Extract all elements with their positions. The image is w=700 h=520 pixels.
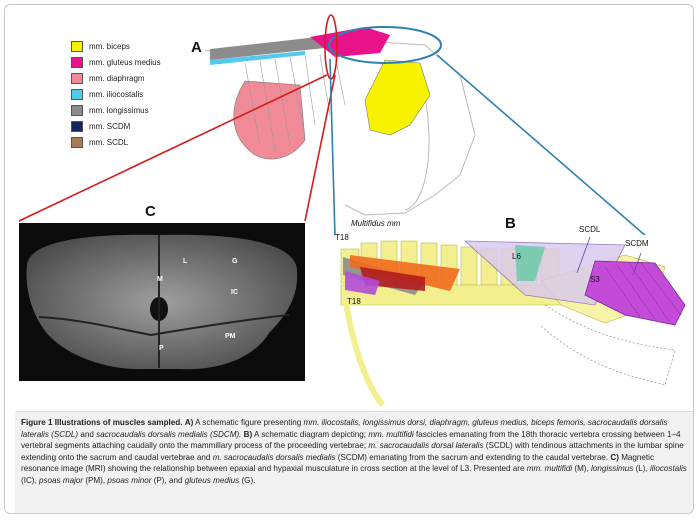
legend-label: mm. gluteus medius <box>89 57 161 67</box>
caption-b-text4: (SCDM) emanating from the sacrum and ext… <box>337 452 609 462</box>
legend-item: mm. diaphragm <box>71 70 161 86</box>
legend-item: mm. SCDL <box>71 134 161 150</box>
rib-lines <box>244 54 346 151</box>
s3-label: S3 <box>590 275 600 284</box>
scdl-shape <box>463 240 626 306</box>
longissimus-shape <box>210 35 335 60</box>
panel-b-letter: B <box>505 215 516 232</box>
scdl-label: SCDL <box>579 225 601 234</box>
mri-label-ic: IC <box>231 289 238 296</box>
scdm-pointer <box>632 252 642 276</box>
legend-label: mm. SCDL <box>89 137 129 147</box>
caption-b-text1: A schematic diagram depicting; <box>254 429 367 439</box>
panel-a-letter: A <box>191 39 202 56</box>
connector-line-red <box>18 74 328 222</box>
biceps-shape <box>364 59 431 136</box>
connector-line-blue <box>329 58 336 235</box>
legend-item: mm. iliocostalis <box>71 86 161 102</box>
connector-line-red-2 <box>304 74 336 222</box>
panel-c-letter: C <box>145 203 156 220</box>
caption-c-l2: (L), <box>635 464 648 474</box>
mri-label-m: M <box>157 276 163 283</box>
mri-label-pm: PM <box>225 333 236 340</box>
legend-swatch <box>71 88 83 100</box>
l6-label: L6 <box>512 252 521 261</box>
t18-top-label: T18 <box>335 233 349 242</box>
caption-title: Figure 1 Illustrations of muscles sample… <box>21 418 183 427</box>
l6-green-shape <box>515 245 545 281</box>
caption-b-multifidi: mm. multifidi <box>368 429 414 439</box>
caption-c-g: gluteus medius <box>184 475 240 485</box>
mri-drawing <box>26 234 298 370</box>
legend-label: mm. biceps <box>89 41 130 51</box>
caption-c-ic2: (IC), <box>21 475 37 485</box>
scdm-label: SCDM <box>625 239 649 248</box>
caption-b-scdm: m. sacrocaudalis dorsalis medialis <box>212 452 336 462</box>
caption-c-p: psoas minor <box>107 475 152 485</box>
legend-item: mm. longissimus <box>71 102 161 118</box>
legend-item: mm. gluteus medius <box>71 54 161 70</box>
legend-swatch <box>71 120 83 132</box>
caption-c-g2: (G). <box>241 475 256 485</box>
caption-a-muscles: mm. iliocostalis, longissimus dorsi, dia… <box>21 418 668 439</box>
caption-c-p2: (P), and <box>153 475 183 485</box>
caption-c-m: mm. multifidi <box>526 464 573 474</box>
hindleg-outline <box>404 96 430 211</box>
caption-a-label: A) <box>184 418 194 427</box>
caption-c-l: longissimus <box>591 464 634 474</box>
connector-line-blue-2 <box>436 54 646 235</box>
caption-c-text: Magnetic resonance image (MRI) showing t… <box>21 452 655 474</box>
caption-b-text2: fascicles emanating from the 18th thorac… <box>21 429 681 451</box>
highlight-ellipse-blue <box>328 26 442 64</box>
panel-a-schematic <box>18 14 646 235</box>
scdm-shape <box>584 260 686 326</box>
figure-caption: Figure 1 Illustrations of muscles sample… <box>15 411 693 513</box>
multifidus-fascicle-magenta <box>345 271 380 295</box>
t18-bottom-label: T18 <box>347 297 361 306</box>
legend-label: mm. diaphragm <box>89 73 145 83</box>
caption-a-scdm: sacrocaudalis dorsalis medialis (SDCM). <box>96 429 242 439</box>
legend-item: mm. SCDM <box>71 118 161 134</box>
scdl-pointer <box>576 236 591 274</box>
mri-image: L G M IC PM P <box>19 223 305 381</box>
body-outline <box>539 304 676 386</box>
caption-c-label: C) <box>610 452 619 462</box>
mri-boundary <box>38 314 290 337</box>
legend-swatch <box>71 40 83 52</box>
legend-label: mm. longissimus <box>89 105 149 115</box>
mri-label-p: P <box>159 345 164 352</box>
legend-swatch <box>71 136 83 148</box>
mri-label-g: G <box>232 258 238 265</box>
caption-b-label: B) <box>243 429 253 439</box>
caption-c-ic: iliocostalis <box>649 464 687 474</box>
caption-a-and: and <box>80 429 94 439</box>
mri-label-l: L <box>183 258 188 265</box>
legend-swatch <box>71 104 83 116</box>
legend-label: mm. SCDM <box>89 121 131 131</box>
legend: mm. biceps mm. gluteus medius mm. diaphrag… <box>71 38 161 150</box>
caption-c-pm: psoas major <box>38 475 84 485</box>
legend-item: mm. biceps <box>71 38 161 54</box>
figure-frame: A mm. biceps mm. gluteus medius mm. diaphr… <box>4 4 694 514</box>
caption-c-m2: (M), <box>574 464 589 474</box>
caption-b-scdl: m. sacrocaudalis dorsal lateralis <box>368 441 484 451</box>
panel-b-schematic <box>340 236 686 408</box>
rib <box>342 294 386 408</box>
legend-swatch <box>71 56 83 68</box>
scdm-hatching <box>604 262 682 322</box>
multifidus-fascicle-orange <box>350 255 460 291</box>
legend-label: mm. iliocostalis <box>89 89 144 99</box>
legend-swatch <box>71 72 83 84</box>
caption-a-text: A schematic figure presenting <box>195 418 302 427</box>
caption-c-pm2: (PM), <box>85 475 106 485</box>
multifidus-label: Multifidus mm <box>351 219 401 228</box>
iliocostalis-shape <box>210 51 305 65</box>
caption-b-text3: (SCDL) with tendinous attachments in the… <box>21 441 684 462</box>
